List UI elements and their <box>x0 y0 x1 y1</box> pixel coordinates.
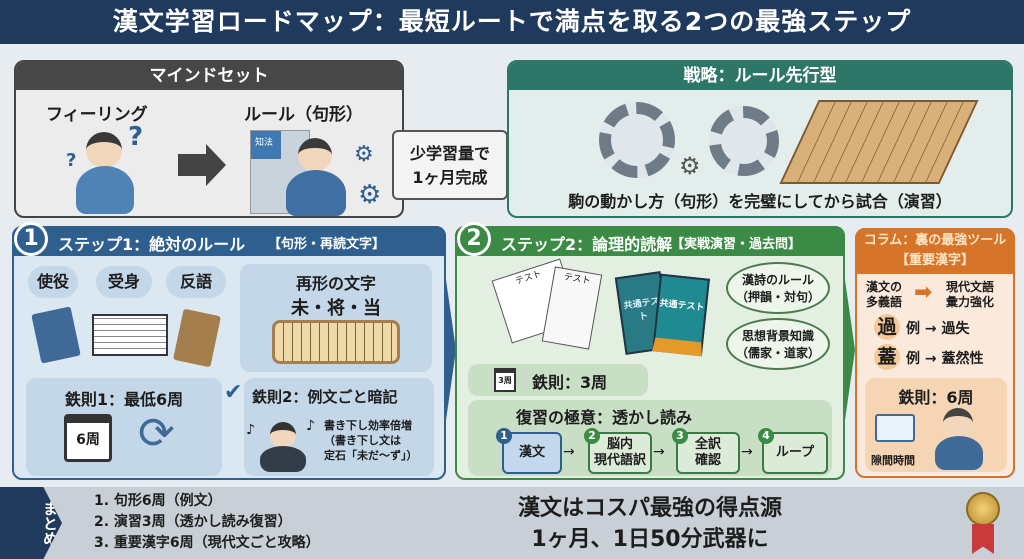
gear-icon <box>599 102 675 178</box>
callout-line2: 1ヶ月完成 <box>412 168 488 187</box>
flow-arrow-icon <box>845 280 855 420</box>
step2-header: 2 ステップ2：論理的読解 【実戦演習・過去問】 <box>455 222 845 256</box>
arrow-right-icon: ➡ <box>914 280 933 305</box>
rule2-desc-2: （書き下し文は <box>324 434 401 447</box>
bubble-poetry-rules: 漢詩のルール（押韻・対句） <box>726 262 830 314</box>
arrow-head <box>206 144 226 186</box>
rule1-label: 鉄則1：最低6周 <box>64 390 184 409</box>
kanji-example: 蓋 <box>874 344 900 370</box>
kanji-example-text: 例 → 蓋然性 <box>906 351 984 367</box>
mindset-panel: マインドセット フィーリング ルール（句形） ? ? 知法 ⚙ ⚙ <box>14 60 404 218</box>
rule2-desc-3: 定石「未だ〜ず」） <box>324 449 418 462</box>
flow-arrow-icon: → <box>563 444 575 460</box>
callout-line1: 少学習量で <box>409 144 490 163</box>
flow-step-check: 全訳 確認 <box>676 432 740 474</box>
kanji-example-text: 例 → 過失 <box>906 321 970 337</box>
column-rule-label: 鉄則：6周 <box>898 388 974 407</box>
flow-arrow-icon <box>446 280 456 420</box>
small-gear-icon: ⚙ <box>679 152 701 180</box>
pill-passive: 受身 <box>96 266 152 298</box>
summary-item: 3. 重要漢字6周（現代文ごと攻略） <box>94 535 320 551</box>
medal-ribbon <box>972 524 994 554</box>
step1-number-badge: 1 <box>14 222 48 256</box>
step2-rule-label: 鉄則：3周 <box>532 373 608 392</box>
strategy-header: 戦略：ルール先行型 <box>509 62 1011 90</box>
flow-arrow-icon: → <box>741 444 753 460</box>
rule2-panel: 鉄則2：例文ごと暗記 ♪ ♪ 書き下し効率倍増 （書き下し文は 定石「未だ〜ず」… <box>244 378 434 476</box>
step2-number-badge: 2 <box>457 222 491 256</box>
kanji-example: 過 <box>874 314 900 340</box>
feeling-label: フィーリング <box>46 105 148 125</box>
pill-rhetorical: 反語 <box>166 266 226 298</box>
strategy-caption: 駒の動かし方（句形）を完璧にしてから試合（演習） <box>568 192 952 211</box>
headline-line1: 漢文はコスパ最強の得点源 <box>517 496 782 521</box>
step2-rule-panel: 3周 鉄則：3周 <box>468 364 648 396</box>
pill-causative: 使役 <box>28 266 78 298</box>
checkmark-icon: ✔ <box>224 380 243 405</box>
shogi-board-icon <box>779 100 979 184</box>
summary-list: 1. 句形6周（例文） 2. 演習3周（透かし読み復習） 3. 重要漢字6周（現… <box>94 491 320 554</box>
flow-step-number: 4 <box>758 428 774 444</box>
column-subtitle: 【重要漢字】 <box>895 253 974 268</box>
column-rule-panel: 鉄則：6周 隙間時間 <box>865 378 1007 472</box>
medal-icon <box>966 492 1000 526</box>
page-title: 漢文学習ロードマップ：最短ルートで満点を取る2つの最強ステップ <box>0 0 1024 44</box>
summary-item: 1. 句形6周（例文） <box>94 493 222 509</box>
calendar-icon: 3周 <box>494 368 516 392</box>
flow-step-number: 2 <box>584 428 600 444</box>
reread-chars-panel: 再形の文字 未・将・当 <box>240 264 432 372</box>
step1-title: ステップ1：絶対のルール <box>58 235 246 254</box>
summary-headline: 漢文はコスパ最強の得点源 1ヶ月、1日50分武器に <box>440 493 860 555</box>
review-title: 復習の極意：透かし読み <box>516 408 693 427</box>
gear-icon <box>709 106 779 176</box>
summary-bar <box>0 487 1024 559</box>
exam-book-icon: 共通テスト <box>652 273 710 357</box>
step1-header: 1 ステップ1：絶対のルール 【句形・再読文字】 <box>12 222 446 256</box>
bubble-thought-background: 思想背景知識（儒家・道家） <box>726 318 830 370</box>
polysemy-label: 漢文の 多義語 <box>866 280 903 309</box>
open-book-icon <box>92 314 168 356</box>
vocab-label: 現代文語 彙力強化 <box>946 280 995 309</box>
rule2-label: 鉄則2：例文ごと暗記 <box>252 388 398 406</box>
rule2-desc-1: 書き下し効率倍増 <box>324 419 412 432</box>
step2-title: ステップ2：論理的読解 <box>501 235 673 254</box>
step2-tag: 【実戦演習・過去問】 <box>671 237 802 252</box>
refresh-icon: ⟳ <box>138 408 175 459</box>
mindset-header: マインドセット <box>16 62 402 90</box>
spare-time-label: 隙間時間 <box>871 454 915 467</box>
flow-arrow-icon: → <box>653 444 665 460</box>
reread-chars: 未・将・当 <box>291 298 381 319</box>
headline-line2: 1ヶ月、1日50分武器に <box>531 527 769 552</box>
summary-item: 2. 演習3周（透かし読み復習） <box>94 514 292 530</box>
flow-step-number: 1 <box>496 428 512 444</box>
reread-title: 再形の文字 <box>295 274 376 293</box>
flashcards-icon <box>875 414 915 442</box>
strategy-panel: 戦略：ルール先行型 ⚙ 駒の動かし方（句形）を完璧にしてから試合（演習） <box>507 60 1013 218</box>
gear-icon: ⚙ <box>354 142 374 167</box>
step1-tag: 【句形・再読文字】 <box>268 237 386 252</box>
flow-step-number: 3 <box>672 428 688 444</box>
rule-label: ルール（句形） <box>244 105 363 125</box>
gear-icon: ⚙ <box>358 180 382 210</box>
column-title: コラム：裏の最強ツール <box>863 233 1007 248</box>
flow-step-translate: 脳内 現代語訳 <box>588 432 652 474</box>
flow-step-kanbun: 漢文 <box>502 432 562 474</box>
arrow-right-icon <box>178 154 208 176</box>
column-header: コラム：裏の最強ツール 【重要漢字】 <box>855 228 1015 274</box>
rule1-panel: 鉄則1：最低6周 6周 ⟳ <box>26 378 222 476</box>
calendar-icon: 6周 <box>64 414 112 462</box>
summary-tab: まとめ <box>0 487 62 559</box>
scroll-icon <box>272 320 400 364</box>
callout-one-month: 少学習量で 1ヶ月完成 <box>392 130 508 200</box>
